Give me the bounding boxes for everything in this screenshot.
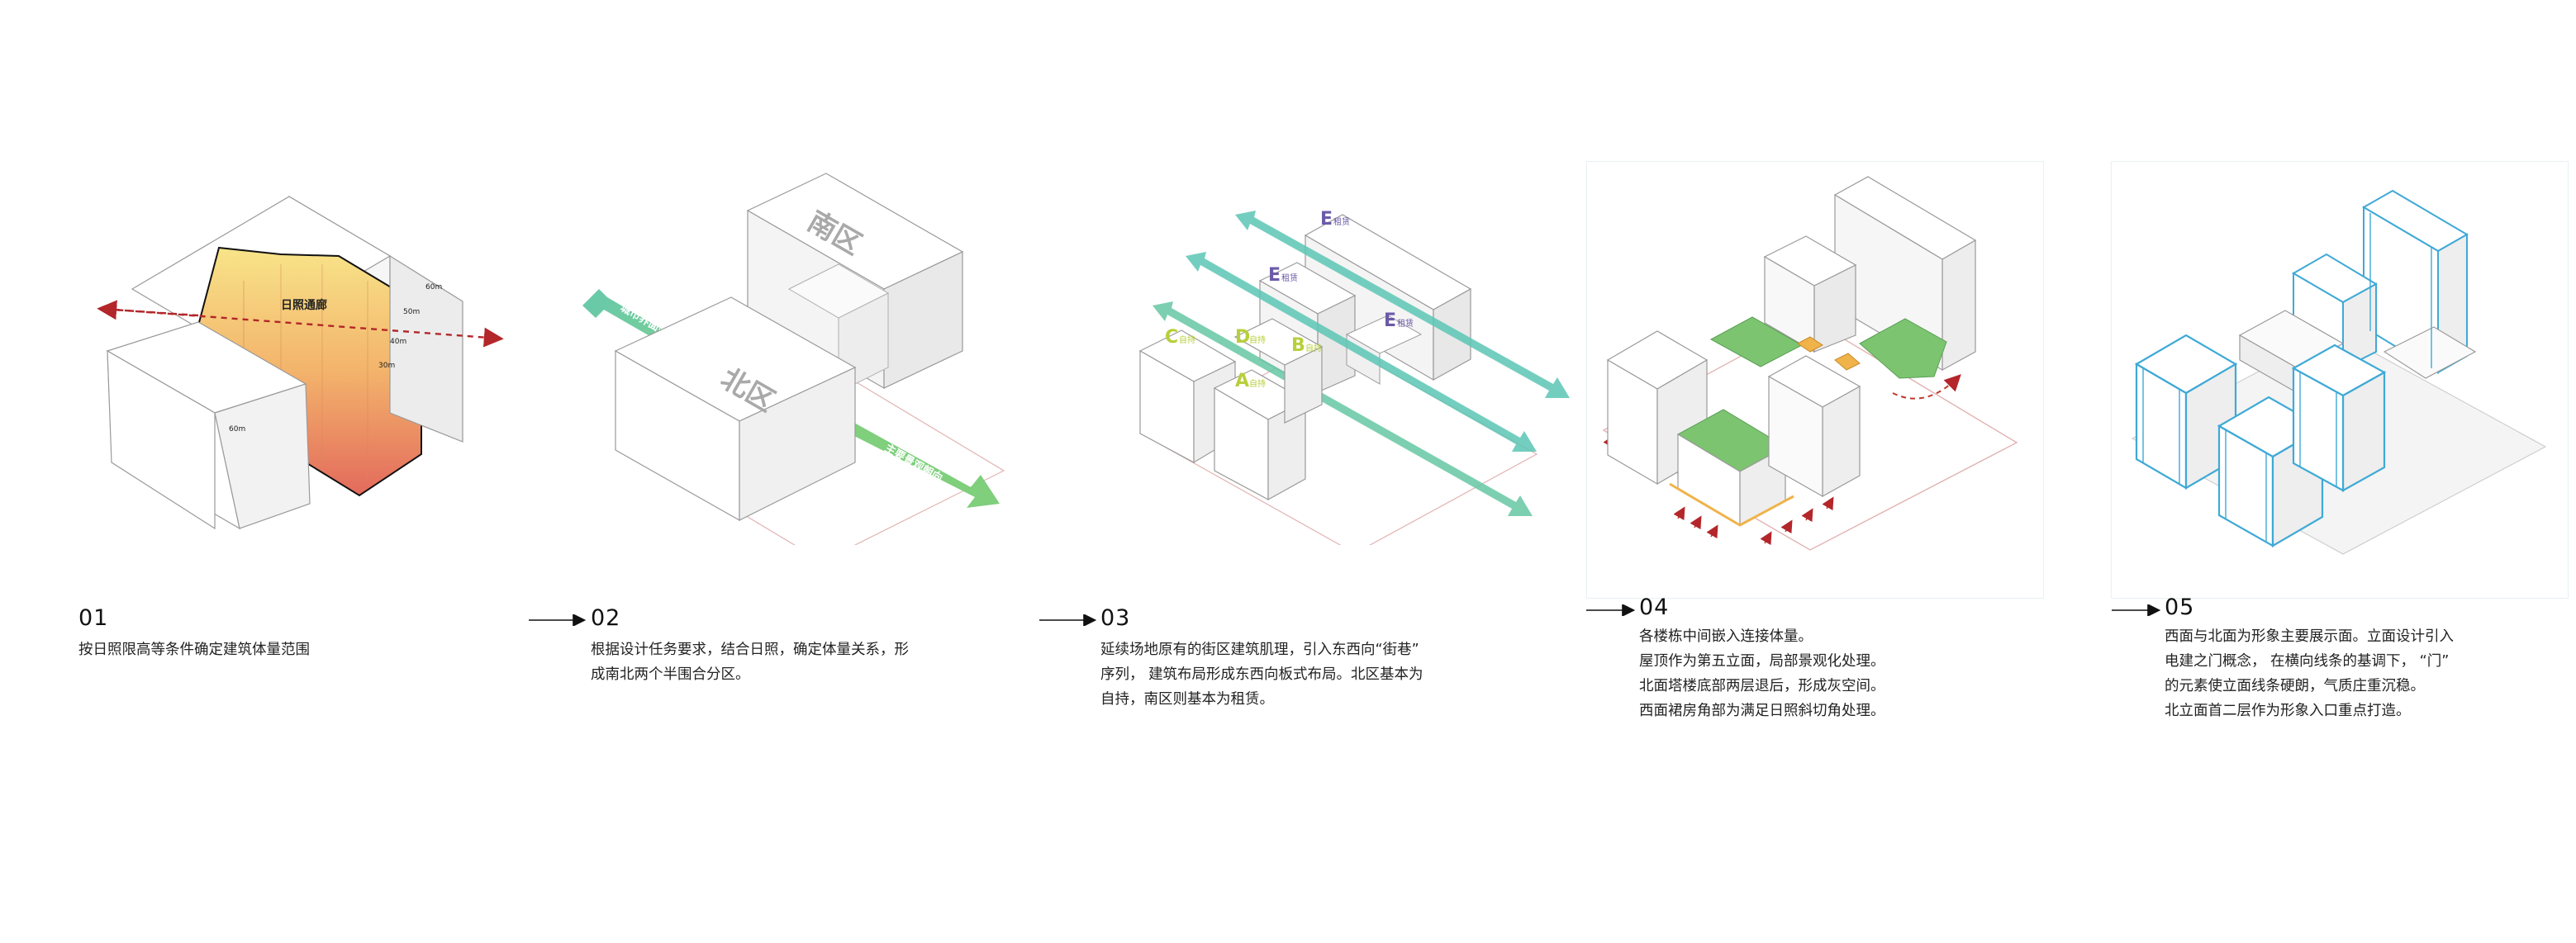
svg-text:E: E xyxy=(1268,265,1281,286)
svg-text:自持: 自持 xyxy=(1305,343,1322,353)
svg-text:租赁: 租赁 xyxy=(1397,318,1414,329)
diagram-01: 日照通廊 60m 50m 40m 30m 60m xyxy=(33,165,529,545)
street-arrow-1 xyxy=(1153,301,1533,516)
step-04-arrow xyxy=(1586,604,1636,616)
diagram-05 xyxy=(2111,161,2569,599)
svg-text:D: D xyxy=(1235,327,1250,348)
svg-text:自持: 自持 xyxy=(1179,334,1195,345)
svg-text:E: E xyxy=(1384,310,1396,331)
svg-text:60m: 60m xyxy=(229,425,245,434)
step-05-arrow xyxy=(2112,604,2161,616)
svg-text:自持: 自持 xyxy=(1249,334,1266,345)
svg-text:A: A xyxy=(1235,371,1249,391)
step-04-caption: 各楼栋中间嵌入连接体量。 屋顶作为第五立面，局部景观化处理。 北面塔楼底部两层退… xyxy=(1639,628,1885,719)
step-02-arrow xyxy=(529,614,587,626)
svg-text:租赁: 租赁 xyxy=(1333,216,1350,227)
diagram-04 xyxy=(1586,161,2044,599)
step-05-number: 05 xyxy=(2165,595,2195,620)
step-03-arrow xyxy=(1039,614,1097,626)
label-d: D 自持 xyxy=(1235,327,1266,348)
connector-1 xyxy=(1797,336,1823,353)
sun-path-label: 日照通廊 xyxy=(281,298,327,312)
diagram-02: 南区 城市界面延续 主要景观朝向 北区 xyxy=(541,165,1037,545)
step-02-caption: 根据设计任务要求，结合日照，确定体量关系，形 成南北两个半围合分区。 xyxy=(591,642,909,683)
green-roof-2 xyxy=(1859,318,1947,379)
step-01-number: 01 xyxy=(78,605,109,631)
svg-text:40m: 40m xyxy=(390,338,406,346)
sun-path-line xyxy=(102,307,504,348)
label-a: A 自持 xyxy=(1235,371,1266,391)
step-02-number: 02 xyxy=(591,605,621,631)
step-01-caption: 按日照限高等条件确定建筑体量范围 xyxy=(78,642,310,658)
svg-text:主要景观朝向: 主要景观朝向 xyxy=(882,442,945,486)
bevel-curve xyxy=(1892,374,1961,400)
svg-text:自持: 自持 xyxy=(1249,378,1266,389)
label-b: B 自持 xyxy=(1291,335,1322,356)
label-c: C 自持 xyxy=(1165,327,1195,348)
step-04-number: 04 xyxy=(1639,595,1670,620)
step-05-caption: 西面与北面为形象主要展示面。立面设计引入 电建之门概念， 在横向线条的基调下， … xyxy=(2165,628,2454,719)
svg-text:60m: 60m xyxy=(425,283,442,291)
label-e-right: E 租赁 xyxy=(1384,310,1414,331)
svg-text:B: B xyxy=(1291,335,1305,356)
street-arrow-2 xyxy=(1186,252,1537,452)
svg-text:E: E xyxy=(1320,209,1333,230)
svg-text:30m: 30m xyxy=(378,362,395,370)
diagram-03: E 租赁 E 租赁 E 租赁 C 自持 D 自持 B 自持 A 自持 xyxy=(1057,165,1570,545)
facade-lines xyxy=(2142,213,2432,542)
label-e-mid: E 租赁 xyxy=(1268,265,1298,286)
step-03-caption: 延续场地原有的街区建筑肌理，引入东西向“街巷” 序列， 建筑布局形成东西向板式布… xyxy=(1100,642,1423,708)
connector-2 xyxy=(1834,353,1861,371)
svg-text:租赁: 租赁 xyxy=(1281,272,1298,283)
svg-text:50m: 50m xyxy=(403,308,420,316)
street-arrow-3 xyxy=(1235,211,1570,398)
svg-text:C: C xyxy=(1165,327,1178,348)
step-03-number: 03 xyxy=(1100,605,1131,631)
label-e-top: E 租赁 xyxy=(1320,209,1350,230)
